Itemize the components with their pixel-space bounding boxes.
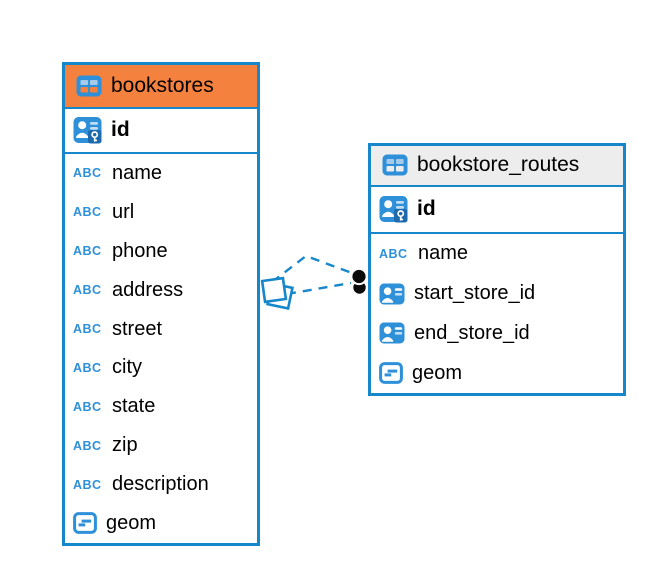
column-row-address[interactable]: ABC address xyxy=(65,271,257,310)
column-row-id[interactable]: id xyxy=(65,109,257,154)
text-type-icon: ABC xyxy=(73,205,102,220)
entity-title: bookstores xyxy=(111,73,214,97)
column-label: street xyxy=(112,317,163,340)
column-label: end_store_id xyxy=(414,321,530,344)
column-row-id[interactable]: id xyxy=(371,187,623,234)
column-row-geom[interactable]: geom xyxy=(371,353,623,393)
column-row-start-store-id[interactable]: start_store_id xyxy=(371,274,623,314)
text-type-icon: ABC xyxy=(73,438,102,453)
entity-bookstores[interactable]: bookstores id ABC name ABC url ABC phone… xyxy=(62,62,260,546)
column-row-name[interactable]: ABC name xyxy=(65,154,257,193)
entity-bookstore-routes[interactable]: bookstore_routes id ABC name start_store… xyxy=(368,143,626,396)
column-row-street[interactable]: ABC street xyxy=(65,310,257,349)
column-label: description xyxy=(112,473,209,496)
foreign-key-icon xyxy=(379,283,405,305)
text-type-icon: ABC xyxy=(73,322,102,336)
text-type-icon: ABC xyxy=(73,244,102,259)
column-row-city[interactable]: ABC city xyxy=(65,348,257,387)
column-row-name[interactable]: ABC name xyxy=(371,234,623,274)
column-label: id xyxy=(417,197,436,221)
entity-bookstores-header[interactable]: bookstores xyxy=(65,65,257,109)
relationship-source-handle-front[interactable] xyxy=(260,276,288,304)
primary-key-icon xyxy=(379,195,408,223)
table-icon xyxy=(76,75,102,97)
column-label: address xyxy=(112,278,184,301)
column-label: geom xyxy=(106,511,157,534)
column-label: url xyxy=(112,200,135,223)
column-label: city xyxy=(112,356,142,379)
geometry-type-icon xyxy=(73,512,97,534)
text-type-icon: ABC xyxy=(73,283,102,298)
text-type-icon: ABC xyxy=(73,166,102,181)
primary-key-icon xyxy=(73,116,102,144)
column-row-description[interactable]: ABC description xyxy=(65,465,257,504)
column-label: name xyxy=(418,242,469,265)
relationship-source-handle-back[interactable] xyxy=(266,282,294,310)
relationship-endpoint-dot-upper[interactable] xyxy=(350,267,368,286)
column-label: start_store_id xyxy=(414,282,536,305)
column-label: state xyxy=(112,395,156,418)
text-type-icon: ABC xyxy=(73,399,102,414)
column-label: phone xyxy=(112,239,168,262)
text-type-icon: ABC xyxy=(73,360,102,375)
column-row-state[interactable]: ABC state xyxy=(65,387,257,426)
column-row-geom[interactable]: geom xyxy=(65,504,257,543)
relationship-line-lower[interactable] xyxy=(286,281,352,296)
entity-bookstore-routes-header[interactable]: bookstore_routes xyxy=(371,146,623,187)
foreign-key-icon xyxy=(379,322,405,344)
text-type-icon: ABC xyxy=(73,477,102,492)
column-label: id xyxy=(111,118,130,142)
column-label: zip xyxy=(112,434,138,457)
text-type-icon: ABC xyxy=(379,246,408,261)
entity-title: bookstore_routes xyxy=(417,153,580,177)
column-row-phone[interactable]: ABC phone xyxy=(65,232,257,271)
column-label: name xyxy=(112,161,163,184)
relationship-line-upper[interactable] xyxy=(271,254,353,283)
table-icon xyxy=(382,154,408,176)
geometry-type-icon xyxy=(379,362,403,384)
column-label: geom xyxy=(412,361,463,384)
column-row-end-store-id[interactable]: end_store_id xyxy=(371,314,623,354)
relationship-link[interactable] xyxy=(260,254,368,310)
relationship-endpoint-dot-lower[interactable] xyxy=(351,279,368,296)
column-row-zip[interactable]: ABC zip xyxy=(65,426,257,465)
column-row-url[interactable]: ABC url xyxy=(65,193,257,232)
